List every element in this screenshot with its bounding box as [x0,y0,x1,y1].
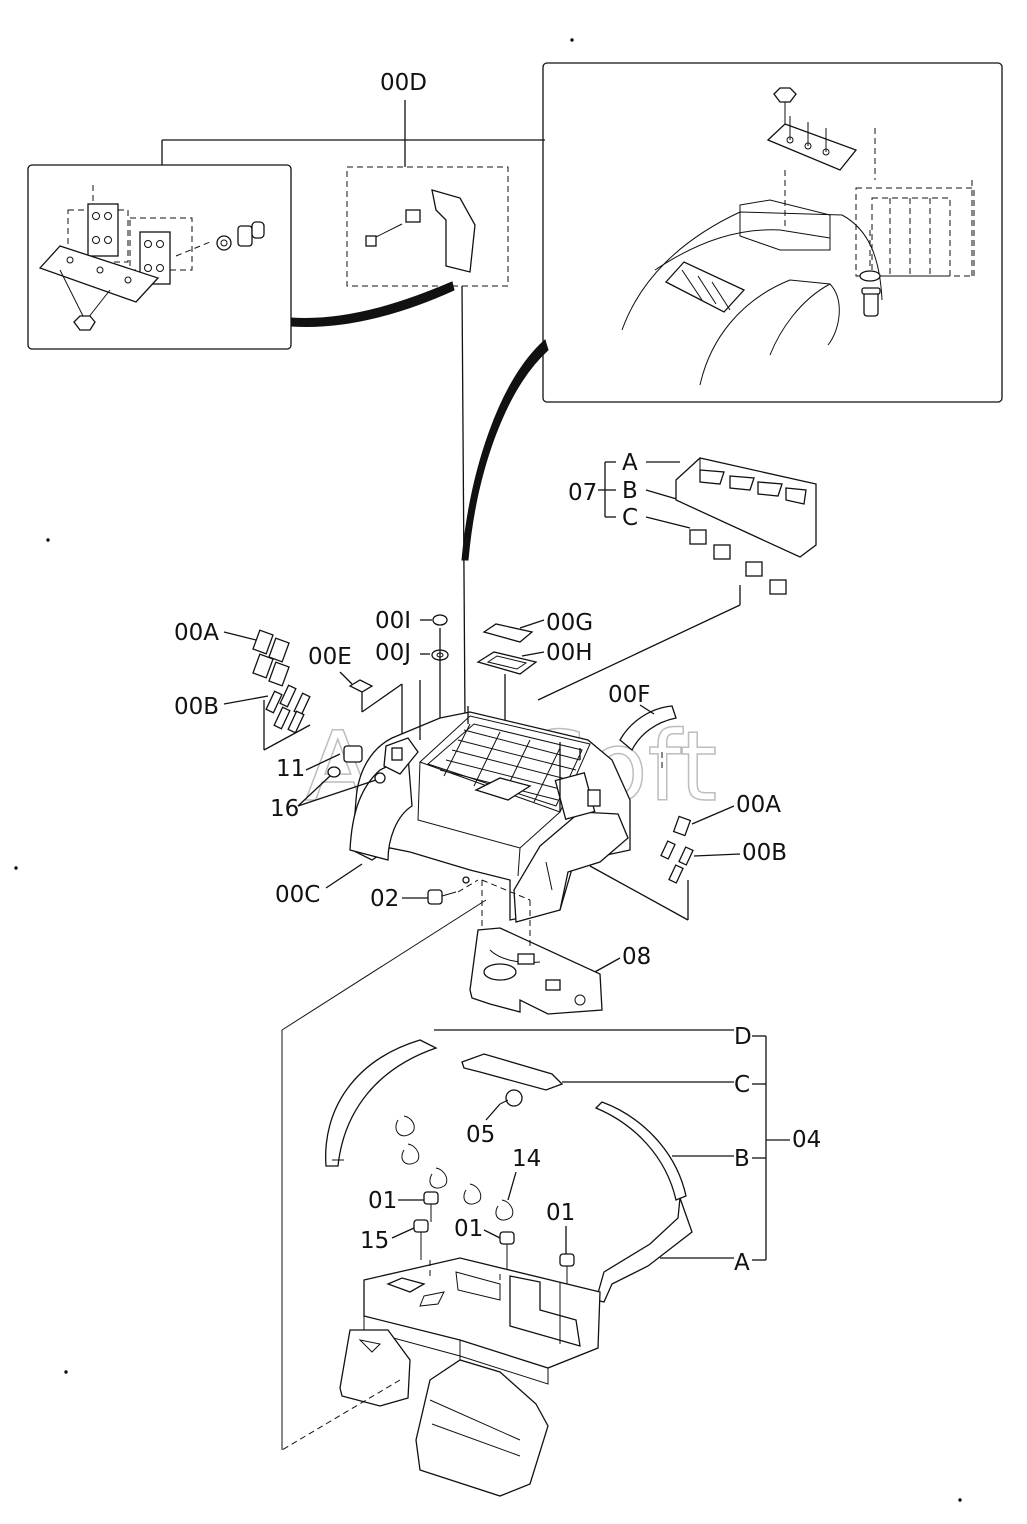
label-00H: 00H [546,640,593,666]
label-07: 07 [568,480,597,506]
part-08: 08 [281,879,651,1031]
label-01-c: 01 [546,1200,575,1226]
label-00C: 00C [275,882,320,908]
label-16: 16 [270,796,299,822]
part-07-cover: 07 A B C [537,450,817,701]
label-07A: A [622,450,638,476]
label-04B: B [734,1146,750,1172]
label-00I: 00I [375,608,411,634]
label-04D: D [734,1024,752,1050]
detail-inset-left [27,164,292,350]
label-07C: C [622,505,638,531]
label-02: 02 [370,886,399,912]
base-frame [281,1030,601,1497]
small-parts-left: 00A 00B 00E [174,620,403,751]
label-00B-left: 00B [174,694,219,720]
label-00D: 00D [380,70,427,96]
detail-00D: 00D [346,70,509,721]
label-07B: B [622,478,638,504]
label-00A-right: 00A [736,792,781,818]
detail-inset-right [542,62,1003,403]
label-00A-left: 00A [174,620,219,646]
small-parts-right: 00A 00B [589,792,787,921]
label-04: 04 [792,1127,821,1153]
label-00E: 00E [308,644,352,670]
part-00F: 00F [608,682,677,770]
label-00F: 00F [608,682,651,708]
part-04-trim: 04 D C B A [325,1024,821,1303]
console-body [349,680,631,923]
label-04A: A [734,1250,750,1276]
console-callouts: 11 16 00C 02 [270,745,479,912]
label-05: 05 [466,1122,495,1148]
label-00B-right: 00B [742,840,787,866]
label-04C: C [734,1072,750,1098]
label-08: 08 [622,944,651,970]
label-00G: 00G [546,610,593,636]
scan-dots [14,38,962,1502]
label-11: 11 [276,756,305,782]
label-15: 15 [360,1228,389,1254]
label-01-a: 01 [368,1188,397,1214]
label-14: 14 [512,1146,541,1172]
label-01-b: 01 [454,1216,483,1242]
inset-connectors [161,139,549,561]
label-00J: 00J [375,640,411,666]
fasteners-04: 05 14 01 15 01 01 [360,1089,575,1300]
small-parts-top: 00I 00J 00G 00H [375,608,593,805]
